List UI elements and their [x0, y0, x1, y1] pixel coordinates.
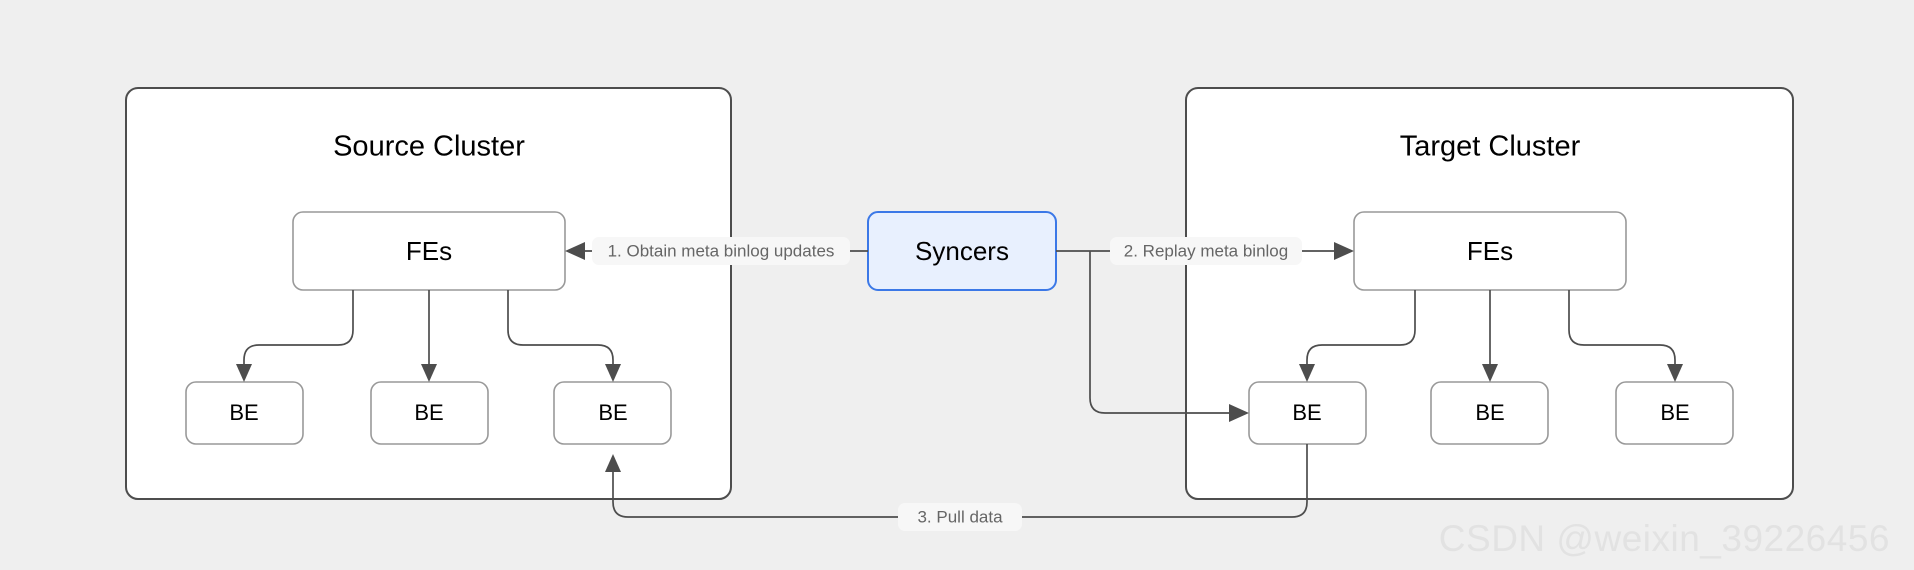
target-arrow-be3	[1667, 364, 1683, 382]
edge-step-2-label: 2. Replay meta binlog	[1124, 241, 1288, 260]
edge-step-3-label: 3. Pull data	[917, 507, 1003, 526]
source-be-box-2[interactable]	[370, 381, 489, 445]
edge-syncers-to-target-be1	[1089, 251, 1239, 414]
target-arrow-be2	[1482, 364, 1498, 382]
source-arrow-be2	[421, 364, 437, 382]
target-be-label-3: BE	[1660, 400, 1689, 425]
edge-step-1-arrowhead	[565, 242, 585, 260]
target-cluster-title: Target Cluster	[1400, 131, 1581, 163]
source-be-label-2: BE	[414, 400, 443, 425]
source-be-box-3[interactable]	[553, 381, 672, 445]
source-be-label-3: BE	[598, 400, 627, 425]
source-be-label-1: BE	[229, 400, 258, 425]
target-edge-fes-to-be3	[1568, 290, 1676, 372]
target-be-box-3[interactable]	[1615, 381, 1734, 445]
source-edge-fes-to-be1	[243, 290, 354, 372]
source-cluster-group: Source Cluster FEs BE BE BE	[125, 87, 732, 500]
target-be-box-2[interactable]	[1430, 381, 1549, 445]
edge-step-2-group: 2. Replay meta binlog	[1056, 237, 1354, 265]
edge-step-3-label-bg	[898, 503, 1022, 531]
edge-step-3-group: 3. Pull data	[605, 444, 1308, 531]
source-be-box-1[interactable]	[185, 381, 304, 445]
syncers-group: Syncers	[867, 211, 1057, 291]
edge-syncers-to-target-be1-group	[1089, 251, 1249, 422]
target-cluster-group: Target Cluster FEs BE BE BE	[1185, 87, 1794, 500]
source-arrow-be1	[236, 364, 252, 382]
csdn-watermark: CSDN @weixin_39226456	[1438, 518, 1890, 559]
source-edge-fes-to-be3	[507, 290, 614, 372]
edge-step-1-label-bg	[592, 237, 850, 265]
edge-step-1-label: 1. Obtain meta binlog updates	[608, 241, 835, 260]
target-edge-fes-to-be1	[1306, 290, 1416, 372]
target-arrow-be1	[1299, 364, 1315, 382]
edge-syncers-to-target-be1-arrowhead	[1229, 404, 1249, 422]
edge-step-2-label-bg	[1110, 237, 1302, 265]
syncers-label: Syncers	[915, 236, 1009, 266]
target-be-label-2: BE	[1475, 400, 1504, 425]
target-be-label-1: BE	[1292, 400, 1321, 425]
edge-step-3-arrowhead	[605, 454, 621, 472]
edge-step-1-group: 1. Obtain meta binlog updates	[565, 237, 868, 265]
edge-step-2-arrowhead	[1334, 242, 1354, 260]
source-cluster-title: Source Cluster	[333, 131, 525, 163]
target-fes-label: FEs	[1467, 236, 1513, 266]
source-fes-label: FEs	[406, 236, 452, 266]
source-arrow-be3	[605, 364, 621, 382]
